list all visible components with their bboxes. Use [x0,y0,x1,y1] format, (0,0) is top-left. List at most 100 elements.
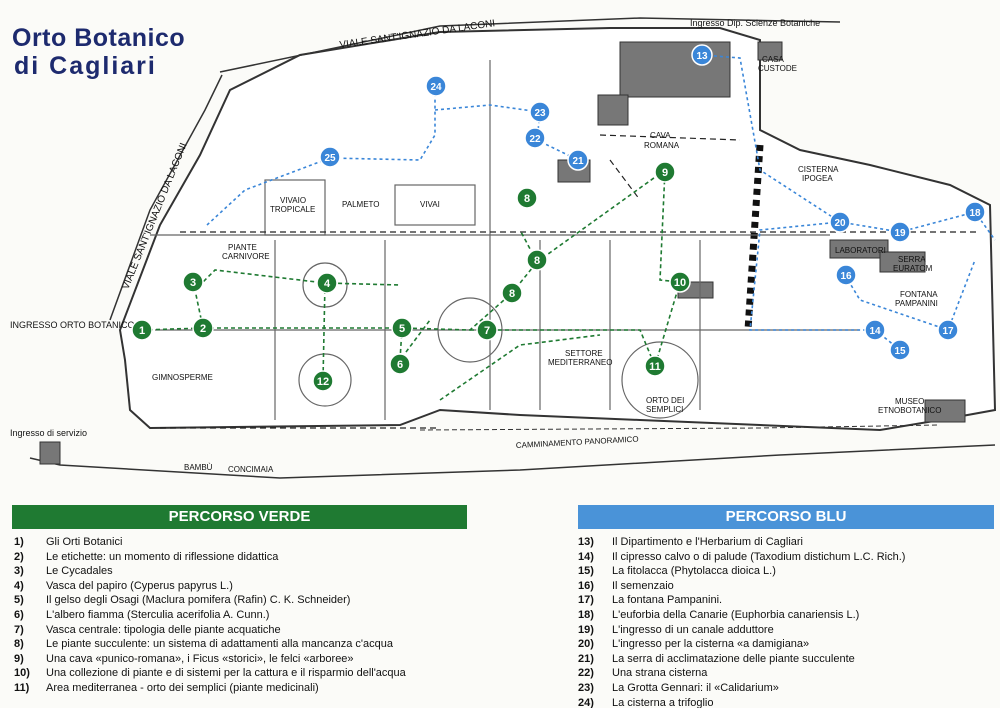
label-cisterna-1: CISTERNA [798,165,839,174]
blue-marker-24[interactable]: 24 [425,75,447,97]
label-bambu: BAMBÙ [184,463,213,472]
label-orto-semplici-1: ORTO DEI [646,396,684,405]
legend-item: 10)Una collezione di piante e di sistemi… [14,667,406,680]
blue-marker-23[interactable]: 23 [529,101,551,123]
label-cava-romana-1: CAVA [650,131,671,140]
viale-left-road [109,74,223,321]
viale-top-road [219,17,841,73]
green-marker-8[interactable]: 8 [516,187,538,209]
green-marker-11[interactable]: 11 [644,355,666,377]
label-piante-1: PIANTE [228,243,257,252]
blue-marker-13[interactable]: 13 [691,44,713,66]
green-marker-12[interactable]: 12 [312,370,334,392]
label-serra-2: EURATOM [893,264,933,273]
blue-marker-25[interactable]: 25 [319,146,341,168]
garden-map: VIALE SANT'IGNAZIO DA LACONI VIALE SANT'… [10,17,997,479]
legend-item: 4)Vasca del papiro (Cyperus papyrus L.) [14,579,233,592]
blue-marker-19[interactable]: 19 [889,221,911,243]
blue-marker-15[interactable]: 15 [889,339,911,361]
legend-item: 3)Le Cycadales [14,565,113,578]
svg-text:9: 9 [662,167,668,179]
green-marker-3[interactable]: 3 [182,271,204,293]
percorso-blu-header: PERCORSO BLU [578,505,994,529]
blue-marker-21[interactable]: 21 [567,149,589,171]
label-settore-1: SETTORE [565,349,603,358]
svg-text:23: 23 [534,108,546,119]
svg-text:7: 7 [484,325,490,337]
svg-text:16: 16 [840,271,852,282]
svg-text:21: 21 [572,156,584,167]
svg-text:5: 5 [399,323,405,335]
blue-marker-22[interactable]: 22 [524,127,546,149]
percorso-blu-list: 13)Il Dipartimento e l'Herbarium di Cagl… [578,535,998,708]
green-marker-5[interactable]: 5 [391,317,413,339]
serra-euratom [879,251,926,273]
percorso-verde-list: 1)Gli Orti Botanici 2)Le etichette: un m… [14,535,474,696]
green-marker-8b[interactable]: 8 [526,249,548,271]
green-marker-8c[interactable]: 8 [501,282,523,304]
label-cava-romana-2: ROMANA [644,141,680,150]
label-gimnosperme: GIMNOSPERME [152,373,213,382]
svg-text:13: 13 [696,51,708,62]
svg-text:25: 25 [324,153,336,164]
label-vivai: VIVAI [420,200,440,209]
legend-item: 19)L'ingresso di un canale adduttore [578,623,774,636]
svg-text:12: 12 [317,376,329,388]
svg-text:3: 3 [190,277,196,289]
legend-item: 6)L'albero fiamma (Sterculia acerifolia … [14,608,270,621]
green-marker-4[interactable]: 4 [316,272,338,294]
svg-text:14: 14 [869,326,881,337]
blue-marker-20[interactable]: 20 [829,211,851,233]
legend-item: 7)Vasca centrale: tipologia delle piante… [14,623,281,636]
label-orto-semplici-2: SEMPLICI [646,405,683,414]
blue-marker-18[interactable]: 18 [964,201,986,223]
department-wing [597,94,629,126]
green-marker-1[interactable]: 1 [131,319,153,341]
svg-text:20: 20 [834,218,846,229]
svg-text:1: 1 [139,325,145,337]
legend-item: 13)Il Dipartimento e l'Herbarium di Cagl… [578,536,804,548]
svg-text:19: 19 [894,228,906,239]
svg-text:6: 6 [397,359,403,371]
label-museo-1: MUSEO [895,397,924,406]
green-markers: 1 2 3 4 5 6 7 8 8 8 9 10 11 12 [131,161,691,392]
svg-text:8: 8 [524,193,530,205]
label-cisterna-2: IPOGEA [802,174,833,183]
percorso-verde-header: PERCORSO VERDE [12,505,467,529]
label-ingresso-dip: Ingresso Dip. Scienze Botaniche [690,18,820,28]
department-building [619,41,731,98]
service-shed [39,441,61,465]
legend-item: 24)La cisterna a trifoglio [578,696,714,708]
legend-item: 17)La fontana Pampanini. [578,594,723,607]
green-marker-2[interactable]: 2 [192,317,214,339]
legend-item: 8)Le piante succulente: un sistema di ad… [14,638,393,651]
svg-text:17: 17 [942,326,954,337]
svg-text:4: 4 [324,278,331,290]
garden-boundary [118,27,997,432]
legend-item: 16)Il semenzaio [578,579,674,592]
green-marker-10[interactable]: 10 [669,271,691,293]
label-museo-2: ETNOBOTANICO [878,406,941,415]
svg-text:15: 15 [894,346,906,357]
laboratori-building [829,239,889,259]
blue-marker-14[interactable]: 14 [864,319,886,341]
label-casa-custode-2: CUSTODE [758,64,797,73]
green-marker-9[interactable]: 9 [654,161,676,183]
green-marker-7[interactable]: 7 [476,319,498,341]
blue-marker-17[interactable]: 17 [937,319,959,341]
legend-item: 11)Area mediterranea - orto dei semplici… [14,681,319,694]
blue-marker-16[interactable]: 16 [835,264,857,286]
svg-text:22: 22 [529,134,541,145]
svg-text:8: 8 [534,255,540,267]
green-marker-6[interactable]: 6 [389,353,411,375]
legend-item: 15)La fitolacca (Phytolacca dioica L.) [578,565,776,578]
label-settore-2: MEDITERRANEO [548,358,612,367]
label-ingresso-servizio: Ingresso di servizio [10,428,87,438]
legend-item: 23)La Grotta Gennari: il «Calidarium» [578,681,779,694]
hatched-strip [744,144,764,331]
map-title: Orto Botanico [12,24,186,52]
label-ingresso-orto: INGRESSO ORTO BOTANICO [10,320,135,330]
label-serra-1: SERRA [898,255,926,264]
label-fontana-2: PAMPANINI [895,299,938,308]
